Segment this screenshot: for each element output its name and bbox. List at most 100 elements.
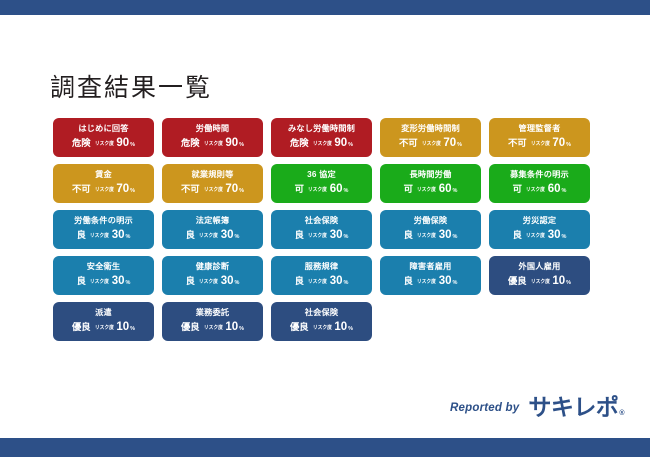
risk-level-label: リスク度 <box>416 187 436 194</box>
result-card-title: 法定帳簿 <box>195 215 230 225</box>
risk-level-value: 10 <box>334 320 348 333</box>
risk-level-label: リスク度 <box>89 233 109 240</box>
risk-level-unit: % <box>125 233 131 240</box>
risk-level-unit: % <box>566 279 572 286</box>
result-card-rating: 良 <box>76 229 86 240</box>
risk-level-value: 30 <box>220 228 234 241</box>
risk-level-label: リスク度 <box>312 141 332 148</box>
result-card-title: 派遣 <box>95 307 112 317</box>
result-card-rating: 優良 <box>507 275 527 286</box>
risk-level-value: 70 <box>552 136 566 149</box>
risk-level-value: 30 <box>111 274 125 287</box>
risk-level-unit: % <box>130 325 136 332</box>
risk-level-unit: % <box>130 187 136 194</box>
result-card-title: 健康診断 <box>195 261 230 271</box>
risk-level-value: 70 <box>443 136 457 149</box>
result-card-title: 長時間労働 <box>409 169 452 179</box>
result-card-rating: 可 <box>294 183 304 194</box>
result-card-rating: 良 <box>403 229 413 240</box>
risk-level-unit: % <box>343 233 349 240</box>
risk-level-value: 70 <box>116 182 130 195</box>
risk-level-label: リスク度 <box>525 187 545 194</box>
footer-credit: Reported by サキレポ ® <box>450 396 624 419</box>
risk-level-unit: % <box>239 187 245 194</box>
risk-level-unit: % <box>452 279 458 286</box>
risk-level-unit: % <box>234 233 240 240</box>
result-card-rating: 危険 <box>71 137 91 148</box>
risk-level-label: リスク度 <box>94 325 114 332</box>
risk-level-unit: % <box>348 325 354 332</box>
result-card-rating: 良 <box>294 229 304 240</box>
risk-level-label: リスク度 <box>307 187 327 194</box>
risk-level-unit: % <box>348 141 354 148</box>
brand-logo-text: サキレポ <box>528 394 619 420</box>
risk-level-value: 30 <box>438 274 452 287</box>
result-card-title: 社会保険 <box>304 215 339 225</box>
result-card-rating: 不可 <box>71 183 91 194</box>
page-title: 調査結果一覧 <box>50 75 213 102</box>
result-card-rating: 可 <box>403 183 413 194</box>
result-card-title: 変形労働時間制 <box>401 123 460 133</box>
risk-level-label: リスク度 <box>525 233 545 240</box>
risk-level-unit: % <box>452 187 458 194</box>
risk-level-value: 70 <box>225 182 239 195</box>
result-card-rating: 良 <box>185 229 195 240</box>
risk-level-label: リスク度 <box>203 141 223 148</box>
risk-level-unit: % <box>561 187 567 194</box>
result-card-rating: 良 <box>76 275 86 286</box>
risk-level-value: 60 <box>547 182 561 195</box>
result-card-title: 労働保険 <box>413 215 448 225</box>
risk-level-label: リスク度 <box>307 279 327 286</box>
result-card-rating: 危険 <box>180 137 200 148</box>
result-card-title: 36 協定 <box>307 169 336 179</box>
risk-level-value: 30 <box>111 228 125 241</box>
risk-level-label: リスク度 <box>89 279 109 286</box>
brand-logo: サキレポ ® <box>528 396 624 419</box>
result-card-rating: 優良 <box>180 321 200 332</box>
risk-level-unit: % <box>234 279 240 286</box>
result-card-rating: 良 <box>512 229 522 240</box>
result-card-title: 募集条件の明示 <box>510 169 569 179</box>
risk-level-unit: % <box>125 279 131 286</box>
result-card-title: 業務委託 <box>195 307 230 317</box>
risk-level-unit: % <box>130 141 136 148</box>
risk-level-value: 60 <box>329 182 343 195</box>
risk-level-label: リスク度 <box>203 325 223 332</box>
risk-level-unit: % <box>239 141 245 148</box>
